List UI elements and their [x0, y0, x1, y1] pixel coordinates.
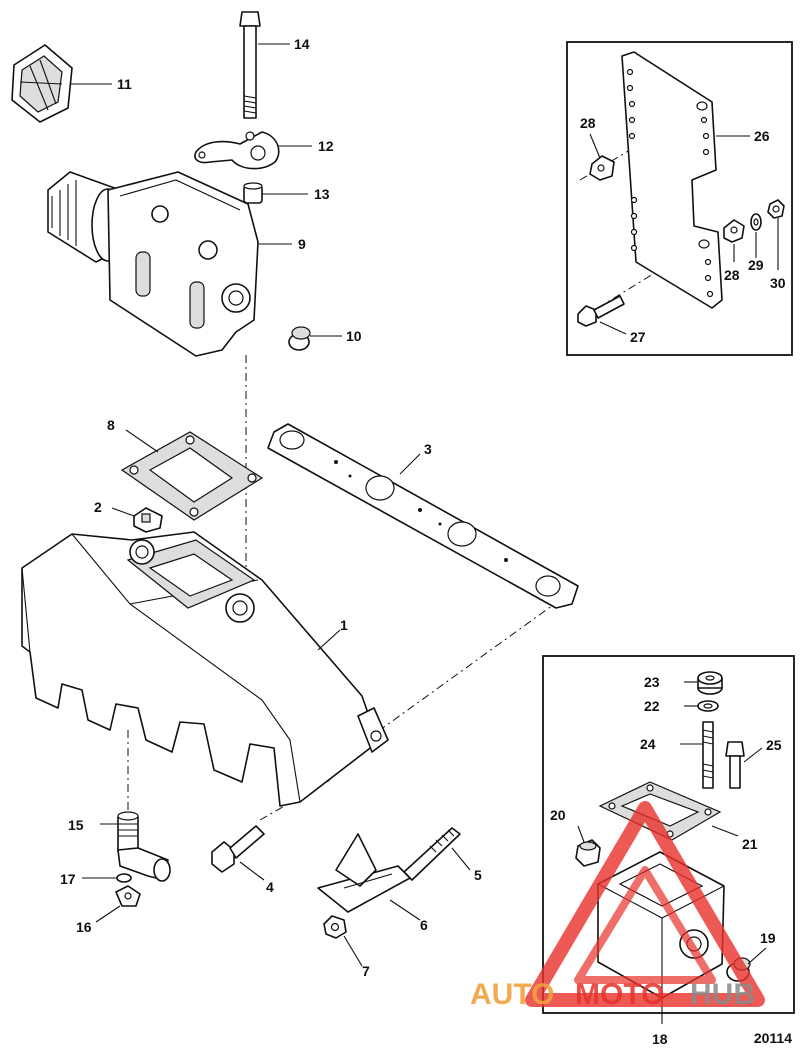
watermark-hub: HUB — [690, 978, 755, 1011]
drain-plug-part — [288, 326, 311, 351]
riser-nut-part — [697, 671, 723, 695]
exhaust-plate-part — [621, 51, 723, 309]
plate-bolt-part — [577, 295, 625, 327]
heat-shield-bracket-part — [317, 833, 411, 913]
callout-label: 30 — [770, 275, 786, 291]
callout-label: 17 — [60, 871, 76, 887]
drain-valve-part — [115, 885, 141, 907]
callout-label: 10 — [346, 328, 362, 344]
callout-label: 6 — [420, 917, 428, 933]
elbow-gasket-part — [120, 431, 264, 521]
callout-label: 19 — [760, 930, 776, 946]
callout-label: 18 — [652, 1031, 668, 1047]
spacer-part — [243, 182, 263, 204]
flapper-valve-part — [11, 44, 73, 123]
callout-label: 11 — [117, 76, 132, 92]
exhaust-elbow-part — [47, 171, 259, 357]
elbow-fitting-part — [117, 811, 171, 882]
spacer-plug-part — [575, 839, 601, 867]
exhaust-manifold-part — [21, 531, 389, 807]
callout-label: 29 — [748, 257, 764, 273]
lifting-bracket-part — [194, 131, 280, 170]
callout-label: 16 — [76, 919, 92, 935]
washer-part — [750, 213, 762, 231]
inset-box-exhaust-plate — [566, 41, 793, 356]
manifold-gasket-part — [267, 423, 579, 609]
callout-labels: 11 14 12 13 9 10 8 2 3 1 15 17 16 4 5 6 … — [60, 36, 786, 1047]
callout-label: 25 — [766, 737, 782, 753]
watermark-moto: MOTO — [575, 978, 664, 1011]
watermark-auto: AUTO — [470, 978, 554, 1011]
callout-label: 21 — [742, 836, 758, 852]
callout-label: 26 — [754, 128, 770, 144]
callout-label: 24 — [640, 736, 656, 752]
alignment-line-plate-bottom — [597, 244, 701, 309]
stud-part — [403, 827, 461, 881]
figure-number: 20114 — [753, 1030, 792, 1046]
callout-label: 27 — [630, 329, 646, 345]
callout-label: 1 — [340, 617, 348, 633]
spacer-upper-part — [589, 155, 615, 181]
alignment-line-gasket — [379, 599, 561, 731]
callout-label: 28 — [724, 267, 740, 283]
callout-label: 13 — [314, 186, 330, 202]
callout-label: 15 — [68, 817, 84, 833]
callout-label: 9 — [298, 236, 306, 252]
watermark-logo: AUTO MOTO HUB — [470, 801, 765, 1011]
pipe-plug-part — [133, 507, 163, 533]
plate-nut-part — [767, 199, 785, 219]
callout-label: 7 — [362, 963, 370, 979]
riser-bolt-part — [725, 741, 745, 789]
spacer-gasket-part — [598, 781, 722, 841]
callout-label: 5 — [474, 867, 482, 883]
inset-box-riser-spacer — [542, 655, 795, 1014]
callout-label: 20 — [550, 807, 566, 823]
long-bolt-part — [239, 11, 261, 119]
callout-label: 3 — [424, 441, 432, 457]
callout-label: 2 — [94, 499, 102, 515]
manifold-bolt-part — [211, 825, 265, 873]
callout-label: 8 — [107, 417, 115, 433]
o-ring-part — [116, 873, 132, 883]
callout-label: 23 — [644, 674, 660, 690]
riser-washer-part — [697, 700, 719, 712]
callout-label: 14 — [294, 36, 310, 52]
callout-label: 12 — [318, 138, 334, 154]
callout-label: 28 — [580, 115, 596, 131]
callout-label: 22 — [644, 698, 660, 714]
hex-nut-part — [323, 915, 347, 939]
spacer-lower-part — [723, 219, 745, 243]
riser-stud-part — [702, 721, 714, 789]
callout-label: 4 — [266, 879, 274, 895]
